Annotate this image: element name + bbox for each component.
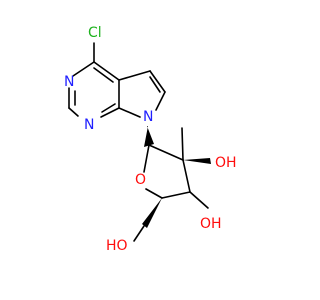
bond-c5-c6-inner (149, 76, 161, 93)
bond-n7-c7a (118, 107, 141, 118)
bond-c4a-c5 (118, 70, 151, 81)
bond-c5-c6 (149, 70, 166, 93)
wedge-c4-ch2 (142, 198, 162, 228)
atom-nitrogen-n7: N (143, 109, 153, 125)
bond-c3-c2 (182, 159, 191, 193)
bond-c2-methyl (181, 127, 184, 161)
bond-c1-c2 (148, 144, 184, 161)
bond-n1-c7a (100, 107, 120, 118)
atom-nitrogen-n3: N (64, 74, 74, 90)
bond-c6-n7 (155, 91, 166, 111)
atom-hydroxyl-c3: OH (200, 216, 222, 232)
bond-c4a-c4 (93, 61, 120, 81)
bond-c1-o4 (143, 144, 150, 173)
bond-c4-n3 (72, 61, 95, 77)
bond-c2-n1 (68, 107, 79, 117)
bond-n1-c7a-inner (101, 103, 116, 113)
bond-ch2-oh (133, 225, 145, 242)
atom-nitrogen-n1: N (84, 117, 94, 133)
atom-chlorine: Cl (88, 25, 102, 41)
atom-oxygen-ring: O (135, 172, 146, 188)
bond-o4-c4 (145, 188, 163, 199)
wedge-c2-oh (183, 158, 211, 164)
bond-c4a-c4-inner (93, 67, 114, 83)
bond-c3-oh (189, 191, 209, 209)
atom-hydroxyl-ch2: HO (106, 238, 128, 254)
bond-c4-c3 (161, 191, 191, 199)
atom-hydroxyl-c2: OH (215, 155, 237, 171)
chemical-structure: Cl N N N O OH OH HO (64, 25, 237, 254)
wedge-n7-c1 (144, 126, 154, 147)
